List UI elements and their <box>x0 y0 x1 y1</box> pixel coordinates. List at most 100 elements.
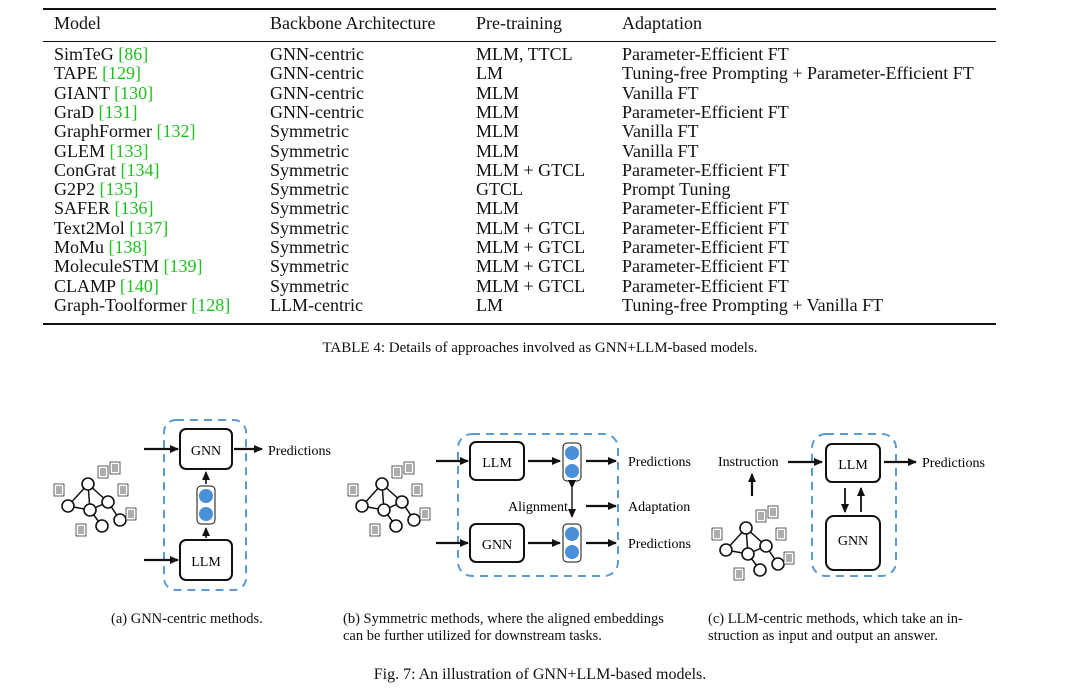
table-cell-pretraining: MLM + GTCL <box>476 275 586 296</box>
table-cell-backbone: Symmetric <box>270 140 349 161</box>
citation-link[interactable]: [140] <box>119 275 159 296</box>
model-name: ConGrat <box>54 159 116 180</box>
panel-b-adaptation: Adaptation <box>628 500 690 515</box>
panel-a-gnn-centric: GNN LLM Predictions <box>54 419 331 591</box>
embedding-node <box>199 489 213 503</box>
table-cell-adaptation: Prompt Tuning <box>622 179 731 200</box>
table-cell-model: TAPE [129] <box>54 64 141 83</box>
panel-b-alignment: Alignment <box>508 500 568 515</box>
table-cell-backbone: GNN-centric <box>270 101 364 122</box>
table-cell-backbone: LLM-centric <box>270 294 363 315</box>
panel-a-llm-label: LLM <box>191 555 221 570</box>
citation-link[interactable]: [132] <box>156 121 196 142</box>
embedding-node <box>565 527 579 541</box>
citation-link[interactable]: [131] <box>98 101 138 122</box>
citation-link[interactable]: [128] <box>191 294 231 315</box>
model-name: GLEM <box>54 140 105 161</box>
table-cell-backbone: Symmetric <box>270 275 349 296</box>
table-cell-backbone: Symmetric <box>270 198 349 219</box>
citation-link[interactable]: [86] <box>118 44 149 64</box>
table-cell-pretraining: MLM + GTCL <box>476 217 586 238</box>
embedding-node <box>565 545 579 559</box>
model-name: GIANT <box>54 82 110 103</box>
table-cell-model: CLAMP [140] <box>54 275 159 296</box>
table-cell-pretraining: GTCL <box>476 179 523 200</box>
table-cell-backbone: Symmetric <box>270 237 349 257</box>
panel-c-llm-label: LLM <box>838 458 868 473</box>
table-cell-pretraining: MLM <box>476 121 520 142</box>
model-name: Text2Mol <box>54 217 125 238</box>
table-cell-backbone: Symmetric <box>270 121 349 142</box>
citation-link[interactable]: [139] <box>163 256 203 277</box>
embedding-node <box>199 507 213 521</box>
panel-a-gnn-label: GNN <box>191 444 221 459</box>
table-cell-adaptation: Tuning-free Prompting + Vanilla FT <box>622 294 884 315</box>
panel-c-predictions: Predictions <box>922 456 985 471</box>
citation-link[interactable]: [135] <box>99 179 139 200</box>
table-cell-pretraining: MLM <box>476 198 520 219</box>
model-name: GraphFormer <box>54 121 152 142</box>
citation-link[interactable]: [130] <box>114 82 154 103</box>
table-cell-pretraining: MLM, TTCL <box>476 44 573 64</box>
table-cell-adaptation: Vanilla FT <box>622 140 699 161</box>
table-cell-backbone: GNN-centric <box>270 82 364 103</box>
panel-b-symmetric: LLM GNN Alignment Predictions Adaptation… <box>348 433 691 577</box>
panel-b-gnn-label: GNN <box>482 538 512 553</box>
panel-b-predictions-bottom: Predictions <box>628 537 691 552</box>
table-cell-model: ConGrat [134] <box>54 159 160 180</box>
embedding-node <box>565 446 579 460</box>
table-header-rule <box>43 41 996 42</box>
header-adaptation: Adaptation <box>622 13 702 33</box>
subcaption-c-line2: struction as input and output an answer. <box>708 628 938 644</box>
table-cell-adaptation: Parameter-Efficient FT <box>622 256 789 277</box>
table-top-rule <box>43 8 996 10</box>
table-cell-model: MoMu [138] <box>54 237 148 257</box>
table-cell-adaptation: Parameter-Efficient FT <box>622 198 789 219</box>
panel-b-predictions-top: Predictions <box>628 455 691 470</box>
citation-link[interactable]: [134] <box>120 159 160 180</box>
model-name: MoleculeSTM <box>54 256 159 277</box>
citation-link[interactable]: [136] <box>114 198 154 219</box>
subcaption-c-line1: (c) LLM-centric methods, which take an i… <box>708 611 963 627</box>
model-name: TAPE <box>54 63 98 84</box>
header-backbone: Backbone Architecture <box>270 13 436 33</box>
figure-diagram: GNN LLM Predictions LLM GNN Alignment <box>0 419 985 591</box>
table-cell-model: GIANT [130] <box>54 82 154 103</box>
subcaption-b: (b) Symmetric methods, where the aligned… <box>343 611 699 645</box>
panel-c-llm-centric: LLM GNN Instruction Predictions <box>712 433 985 580</box>
table-cell-adaptation: Parameter-Efficient FT <box>622 275 789 296</box>
table-cell-model: Text2Mol [137] <box>54 217 169 238</box>
header-pretraining: Pre-training <box>476 13 562 33</box>
subcaption-b-line1: (b) Symmetric methods, where the aligned… <box>343 611 664 627</box>
citation-link[interactable]: [133] <box>109 140 149 161</box>
subcaption-c: (c) LLM-centric methods, which take an i… <box>708 611 1008 645</box>
table-cell-adaptation: Parameter-Efficient FT <box>622 237 789 257</box>
citation-link[interactable]: [129] <box>102 63 142 84</box>
table-cell-pretraining: MLM + GTCL <box>476 159 586 180</box>
table-cell-pretraining: MLM + GTCL <box>476 256 586 277</box>
header-model: Model <box>54 13 101 33</box>
text-attributed-graph-icon <box>54 462 136 536</box>
table-cell-backbone: GNN-centric <box>270 44 364 64</box>
table-cell-model: G2P2 [135] <box>54 179 139 200</box>
table-cell-pretraining: MLM <box>476 101 520 122</box>
table-cell-adaptation: Parameter-Efficient FT <box>622 217 789 238</box>
table-cell-backbone: GNN-centric <box>270 63 364 84</box>
text-attributed-graph-icon <box>712 506 794 580</box>
table-cell-model: SimTeG [86] <box>54 44 149 64</box>
figure-caption: Fig. 7: An illustration of GNN+LLM-based… <box>373 666 707 683</box>
table-cell-pretraining: MLM <box>476 140 520 161</box>
table-cell-model: MoleculeSTM [139] <box>54 257 203 276</box>
citation-link[interactable]: [137] <box>129 217 169 238</box>
model-name: CLAMP <box>54 275 116 296</box>
table-cell-backbone: Symmetric <box>270 159 349 180</box>
table-bottom-rule <box>43 323 996 325</box>
table-cell-model: GraD [131] <box>54 101 138 122</box>
table-cell-model: GLEM [133] <box>54 140 149 161</box>
citation-link[interactable]: [138] <box>108 237 148 257</box>
table-cell-backbone: Symmetric <box>270 217 349 238</box>
subcaption-a: (a) GNN-centric methods. <box>111 611 263 627</box>
table-cell-model: SAFER [136] <box>54 199 154 218</box>
table-cell-model: Graph-Toolformer [128] <box>54 294 231 315</box>
model-name: Graph-Toolformer <box>54 294 187 315</box>
